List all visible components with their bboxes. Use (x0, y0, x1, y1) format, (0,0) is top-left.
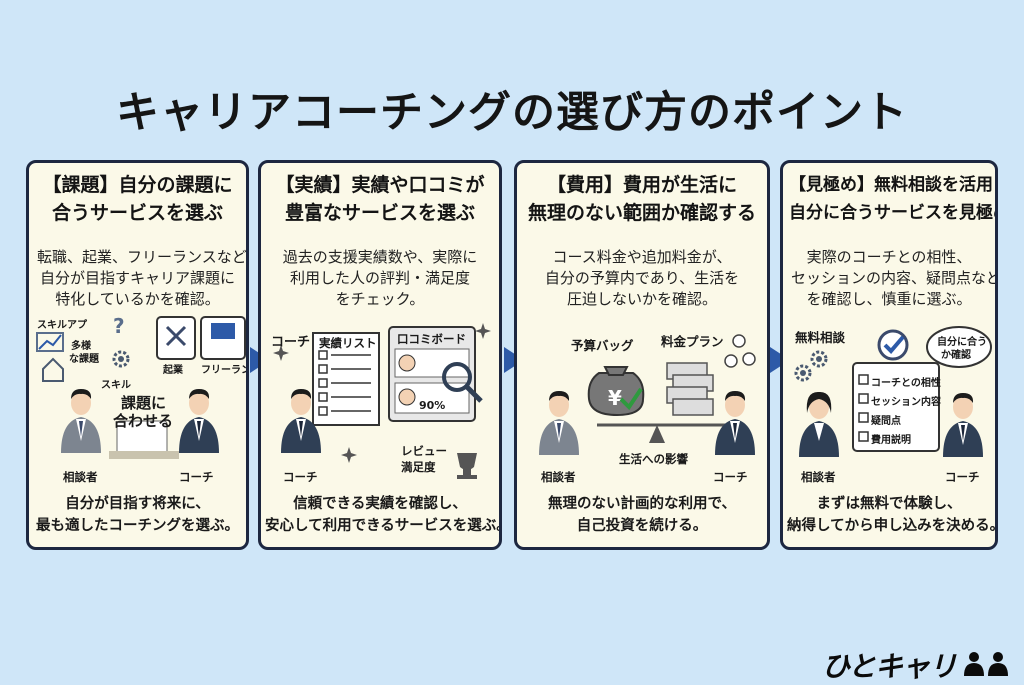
sparkle-icon (341, 447, 357, 463)
label-startup: 起業 (163, 365, 183, 376)
brand-logo: ひとキャリ (821, 650, 957, 683)
desc-line: を確認し、慎重に選ぶ。 (806, 290, 972, 308)
foot-line: 納得してから申し込みを決める。 (787, 518, 998, 534)
consultant-figure (799, 391, 839, 457)
check-item: 疑問点 (871, 416, 901, 427)
yen-bills-icon (666, 362, 714, 416)
desc-line: 自分の予算内であり、生活を (544, 269, 740, 287)
label-life-impact: 生活への影響 (619, 452, 688, 466)
label-coach: コーチ (713, 470, 748, 484)
page-title: キャリアコーチングの選び方のポイント (116, 88, 908, 138)
consultant-figure (61, 389, 101, 453)
label-results-list: 実績リスト (319, 336, 377, 350)
label-fee-plan: 料金プラン (661, 334, 724, 349)
label-review-board: 口コミボード (397, 332, 466, 346)
label-consultant: 相談者 (63, 470, 98, 484)
illustration-issue: ? (36, 314, 246, 459)
label-bubble-2: か確認 (941, 350, 971, 361)
checklist-icon (852, 362, 940, 452)
illustration-cost: ¥ (539, 334, 756, 455)
check-item: セッション内容 (871, 397, 941, 408)
trophy-icon (457, 453, 477, 470)
check-circle-icon (877, 329, 909, 361)
card-results: 【実績】実績や口コミが 豊富なサービスを選ぶ 過去の支援実績数や、実際に 利用し… (258, 160, 502, 550)
desc-line: 実際のコーチとの相性、 (806, 248, 972, 266)
label-percent: 90% (419, 399, 446, 412)
desc-line: 圧迫しないかを確認。 (566, 290, 717, 308)
label-various: 多様 (71, 341, 91, 352)
label-bubble-1: 自分に合う (937, 337, 987, 348)
svg-text:¥: ¥ (608, 386, 622, 410)
coach-figure (715, 391, 755, 455)
label-match-1: 課題に (121, 394, 167, 412)
label-coach: コーチ (179, 470, 214, 484)
foot-line: 無理のない計画的な利用で、 (548, 496, 736, 512)
consultant-figure (539, 391, 579, 455)
chart-icon (36, 332, 64, 352)
foot-line: 自分が目指す将来に、 (65, 496, 210, 512)
desc-line: 転職、起業、フリーランスなど、 (37, 248, 249, 266)
label-various2: な課題 (69, 354, 99, 365)
foot-line: 自己投資を続ける。 (576, 518, 708, 534)
coach-figure (179, 389, 219, 453)
label-consultant: 相談者 (801, 470, 836, 484)
label-budget-bag: 予算バッグ (571, 338, 634, 353)
label-free-consult: 無料相談 (795, 330, 846, 345)
svg-text:?: ? (113, 314, 125, 338)
label-match-2: 合わせる (113, 412, 174, 430)
desc-line: 利用した人の評判・満足度 (289, 269, 470, 287)
card-heading-line2: 自分に合うサービスを見極める (789, 203, 995, 223)
foot-line: 安心して利用できるサービスを選ぶ。 (265, 518, 502, 534)
card-heading-line2: 合うサービスを選ぶ (51, 202, 223, 224)
label-review: レビュー (401, 444, 447, 458)
check-item: 費用説明 (871, 435, 911, 446)
card-judge: 【見極め】無料相談を活用 自分に合うサービスを見極める 実際のコーチとの相性、 … (780, 160, 998, 550)
desc-line: セッションの内容、疑問点など (791, 269, 998, 287)
foot-line: 信頼できる実績を確認し、 (293, 496, 467, 512)
label-satisfaction: 満足度 (401, 460, 436, 474)
card-heading-line1: 【実績】実績や口コミが (275, 174, 485, 196)
magnifier-icon (442, 362, 472, 392)
label-skillup: スキルアプ (37, 320, 87, 331)
label-consultant: 相談者 (541, 470, 576, 484)
card-heading-line1: 【費用】費用が生活に (546, 174, 737, 196)
check-item: コーチとの相性 (871, 378, 941, 389)
speech-bubble-icon (926, 326, 992, 368)
desc-line: をチェック。 (335, 290, 425, 308)
label-coach-top: コーチ (271, 335, 311, 350)
card-issue: 【課題】自分の課題に 合うサービスを選ぶ 転職、起業、フリーランスなど、 自分が… (26, 160, 249, 550)
house-icon (42, 357, 64, 382)
desc-line: 自分が目指すキャリア課題に (39, 269, 235, 287)
desc-line: コース料金や追加料金が、 (552, 248, 732, 266)
coach-figure (943, 393, 983, 457)
foot-line: まずは無料で体験し、 (816, 496, 962, 512)
people-logo-icon (964, 652, 1008, 676)
card-heading-line2: 豊富なサービスを選ぶ (284, 202, 475, 224)
label-freelance: フリーランス (201, 365, 246, 376)
gear-icon (794, 364, 812, 382)
foot-line: 最も適したコーチングを選ぶ。 (36, 518, 239, 534)
card-heading-line1: 【見極め】無料相談を活用 (789, 175, 993, 195)
label-coach: コーチ (283, 470, 318, 484)
desc-line: 過去の支援実績数や、実際に (282, 248, 478, 266)
desc-line: 特化しているかを確認。 (55, 290, 220, 308)
card-heading-line1: 【課題】自分の課題に (42, 174, 233, 196)
card-heading-line2: 無理のない範囲か確認する (527, 202, 756, 224)
gear-icon (810, 350, 828, 368)
illustration-judge (794, 326, 992, 457)
sparkle-icon (475, 323, 491, 339)
label-skill: スキル (101, 380, 131, 391)
label-coach: コーチ (945, 470, 980, 484)
gear-icon (112, 350, 130, 368)
card-cost: 【費用】費用が生活に 無理のない範囲か確認する コース料金や追加料金が、 自分の… (514, 160, 770, 550)
illustration-results (273, 323, 491, 479)
coin-icon (724, 334, 756, 368)
